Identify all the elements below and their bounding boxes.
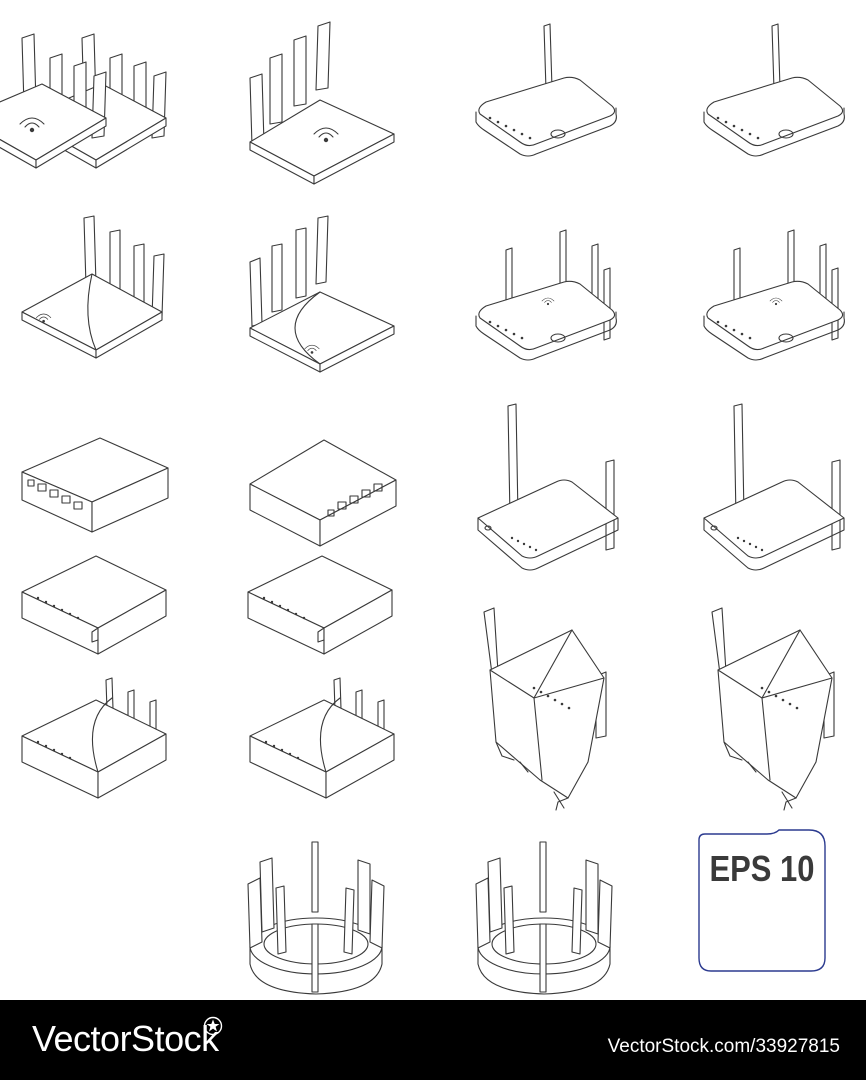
watermark-footer: VectorStock VectorStock.com/33927815	[0, 1000, 866, 1080]
router-illustration-set	[0, 21, 845, 995]
brand-logo-text: VectorStock	[32, 1018, 219, 1059]
eps-badge: EPS 10	[697, 828, 827, 973]
stock-id: VectorStock.com/33927815	[607, 1036, 840, 1057]
registered-star-icon	[203, 1016, 223, 1036]
eps-label: EPS 10	[709, 848, 815, 889]
